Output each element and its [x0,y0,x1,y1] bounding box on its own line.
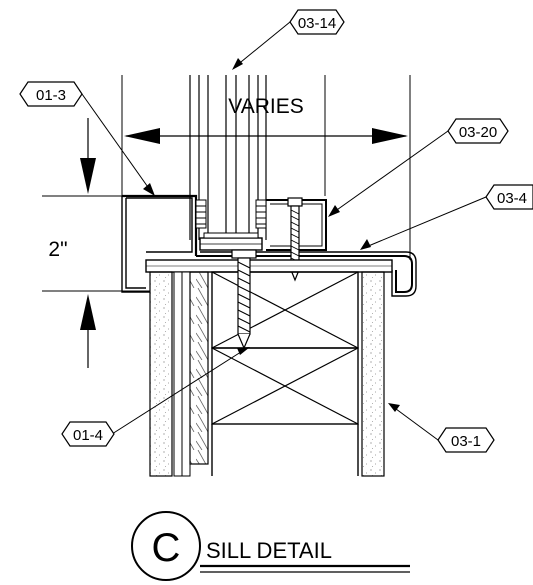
wood-stud [211,271,359,476]
svg-text:03-1: 03-1 [451,433,481,450]
svg-text:01-4: 01-4 [73,427,103,444]
tag-03-1: 03-1 [437,427,495,453]
exterior-sheathing [358,271,385,477]
sill-extrusion-left [121,194,198,293]
leader-lines [81,21,487,441]
glazing-gaskets [195,199,267,229]
tag-03-20: 03-20 [447,118,509,144]
svg-text:03-14: 03-14 [298,15,336,32]
setting-block [199,232,263,251]
sill-plate [145,259,393,273]
tag-01-3: 01-3 [19,81,83,107]
tag-03-4: 03-4 [485,184,533,210]
svg-text:01-3: 01-3 [36,87,66,104]
sill-pan [196,251,417,297]
tag-03-14: 03-14 [289,9,345,35]
height-dimension-label: 2" [48,238,67,261]
detail-bubble-letter: C [152,526,181,570]
stop-screw [287,197,303,282]
width-dimension-label: VARIES [228,95,303,118]
anchor-screw [231,249,257,350]
leader-arrowheads [143,58,400,412]
detail-title-text: SILL DETAIL [206,538,332,563]
interior-drywall [149,271,173,477]
tag-01-4: 01-4 [61,421,115,447]
width-dimension: VARIES [124,95,408,144]
height-dimension: 2" [42,118,150,368]
svg-text:03-4: 03-4 [497,190,527,207]
detail-title: C SILL DETAIL [131,511,410,581]
sheathing-panels [173,271,209,477]
svg-text:03-20: 03-20 [459,124,497,141]
